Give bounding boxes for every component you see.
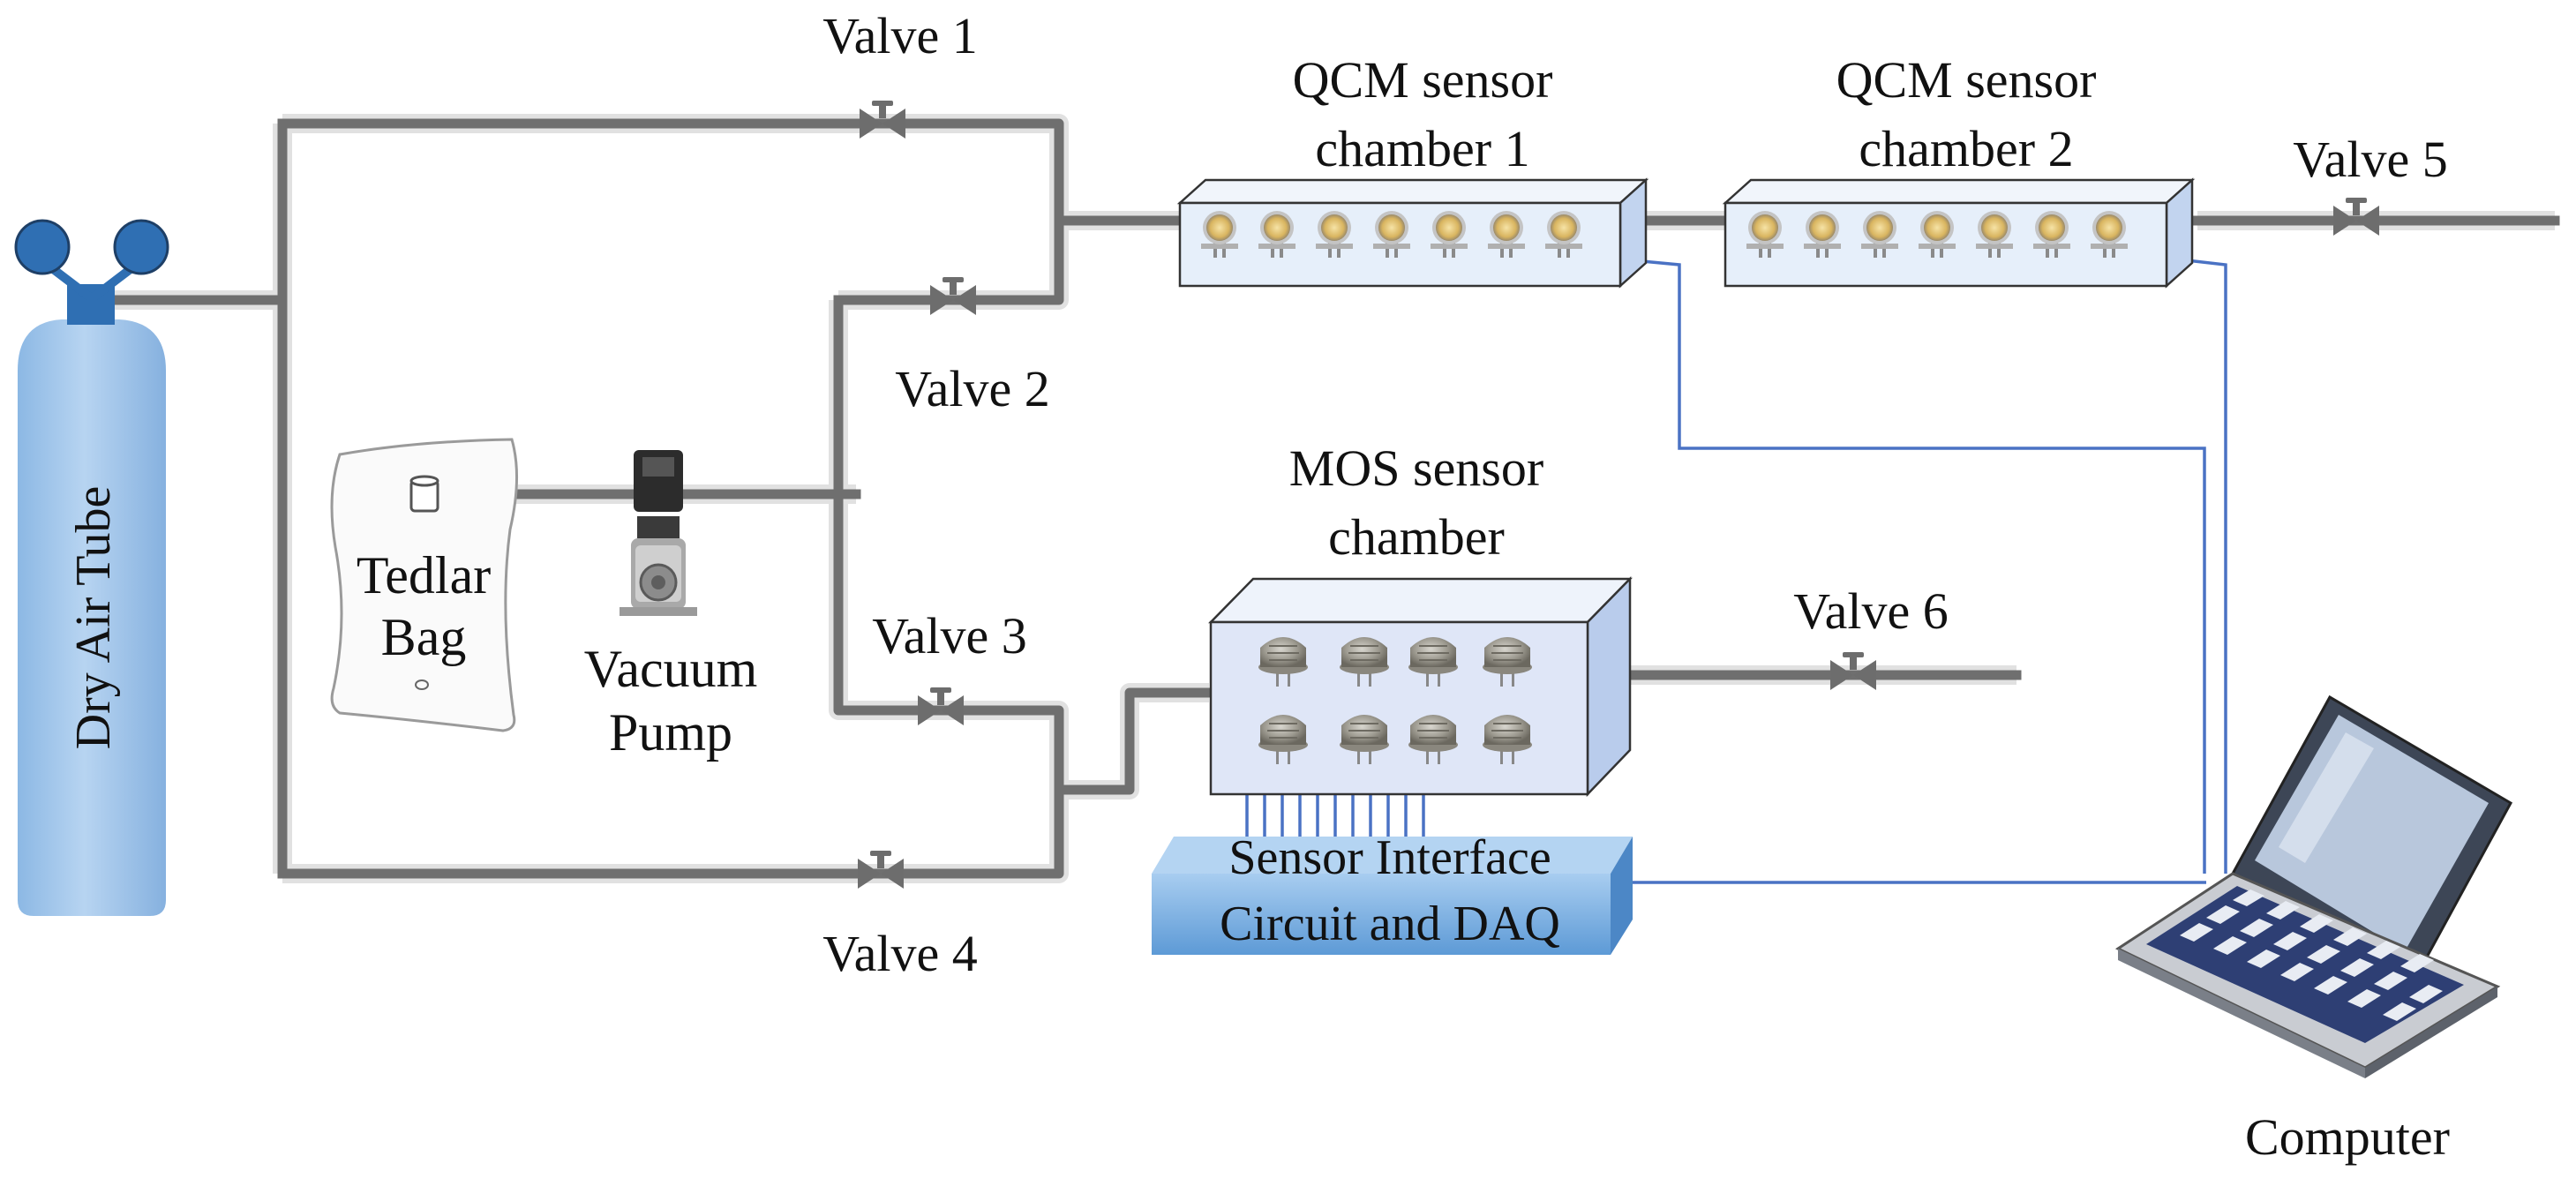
dry-air-cylinder: Dry Air Tube bbox=[14, 219, 169, 916]
valve-5-label: Valve 5 bbox=[2293, 131, 2448, 188]
qcm2-label-line1: QCM sensor bbox=[1836, 51, 2097, 109]
valve-5[interactable]: Valve 5 bbox=[2293, 131, 2448, 236]
pump-label-line1: Vacuum bbox=[584, 640, 758, 698]
valve-4-label: Valve 4 bbox=[822, 925, 978, 982]
pump-label-line2: Pump bbox=[609, 703, 732, 762]
daq-label-line2: Circuit and DAQ bbox=[1220, 897, 1560, 951]
valve1-line bbox=[277, 118, 1192, 226]
valve-3-label: Valve 3 bbox=[872, 607, 1027, 664]
laptop-keyboard bbox=[2146, 886, 2464, 1043]
valve-1[interactable]: Valve 1 bbox=[822, 7, 978, 139]
vacuum-pump: Vacuum Pump bbox=[584, 450, 758, 762]
bag-fitting-top bbox=[409, 475, 439, 487]
cylinder-knob-left bbox=[14, 219, 71, 275]
qcm2-label-line2: chamber 2 bbox=[1859, 120, 2073, 177]
qcm1-cable bbox=[1632, 259, 2206, 874]
mos-label-line1: MOS sensor bbox=[1289, 439, 1543, 497]
computer-label: Computer bbox=[2245, 1108, 2450, 1166]
qcm-sensor-chamber-1: QCM sensor chamber 1 bbox=[1176, 51, 1649, 289]
cylinder-label: Dry Air Tube bbox=[66, 486, 121, 750]
qcm1-label-line1: QCM sensor bbox=[1293, 51, 1553, 109]
bag-label-line2: Bag bbox=[381, 608, 467, 666]
daq-label-line1: Sensor Interface bbox=[1228, 830, 1551, 885]
signal-wires bbox=[1245, 259, 2227, 884]
valve-6-label: Valve 6 bbox=[1793, 582, 1949, 640]
valve4-line bbox=[277, 784, 1064, 879]
valve2-line bbox=[833, 215, 1064, 305]
sensor-interface-daq: Sensor Interface Circuit and DAQ bbox=[1152, 830, 1633, 955]
bag-outline bbox=[330, 438, 519, 732]
mos-sensor-chamber: MOS sensor chamber bbox=[1208, 439, 1633, 798]
bag-label-line1: Tedlar bbox=[357, 546, 491, 604]
valve-6[interactable]: Valve 6 bbox=[1793, 582, 1949, 690]
valve-3[interactable]: Valve 3 bbox=[872, 607, 1027, 725]
valve-2-label: Valve 2 bbox=[895, 360, 1050, 417]
qcm2-cable bbox=[2186, 259, 2227, 874]
valve-2[interactable]: Valve 2 bbox=[895, 277, 1050, 417]
tedlar-bag: Tedlar Bag bbox=[330, 438, 519, 732]
cylinder-knob-right bbox=[113, 219, 169, 275]
valve-1-label: Valve 1 bbox=[822, 7, 978, 64]
valve-4[interactable]: Valve 4 bbox=[822, 851, 978, 982]
mos-label-line2: chamber bbox=[1328, 508, 1505, 566]
qcm-sensor-chamber-2: QCM sensor chamber 2 bbox=[1722, 51, 2196, 289]
laptop-screen bbox=[2255, 715, 2489, 951]
keyboard-keys bbox=[2180, 890, 2443, 1021]
bag-port bbox=[415, 679, 429, 690]
mos-to-daq-wires bbox=[1245, 794, 1425, 838]
qcm1-label-line2: chamber 1 bbox=[1315, 120, 1529, 177]
cylinder-body bbox=[18, 319, 166, 916]
laptop-computer: Computer bbox=[2114, 694, 2513, 1166]
